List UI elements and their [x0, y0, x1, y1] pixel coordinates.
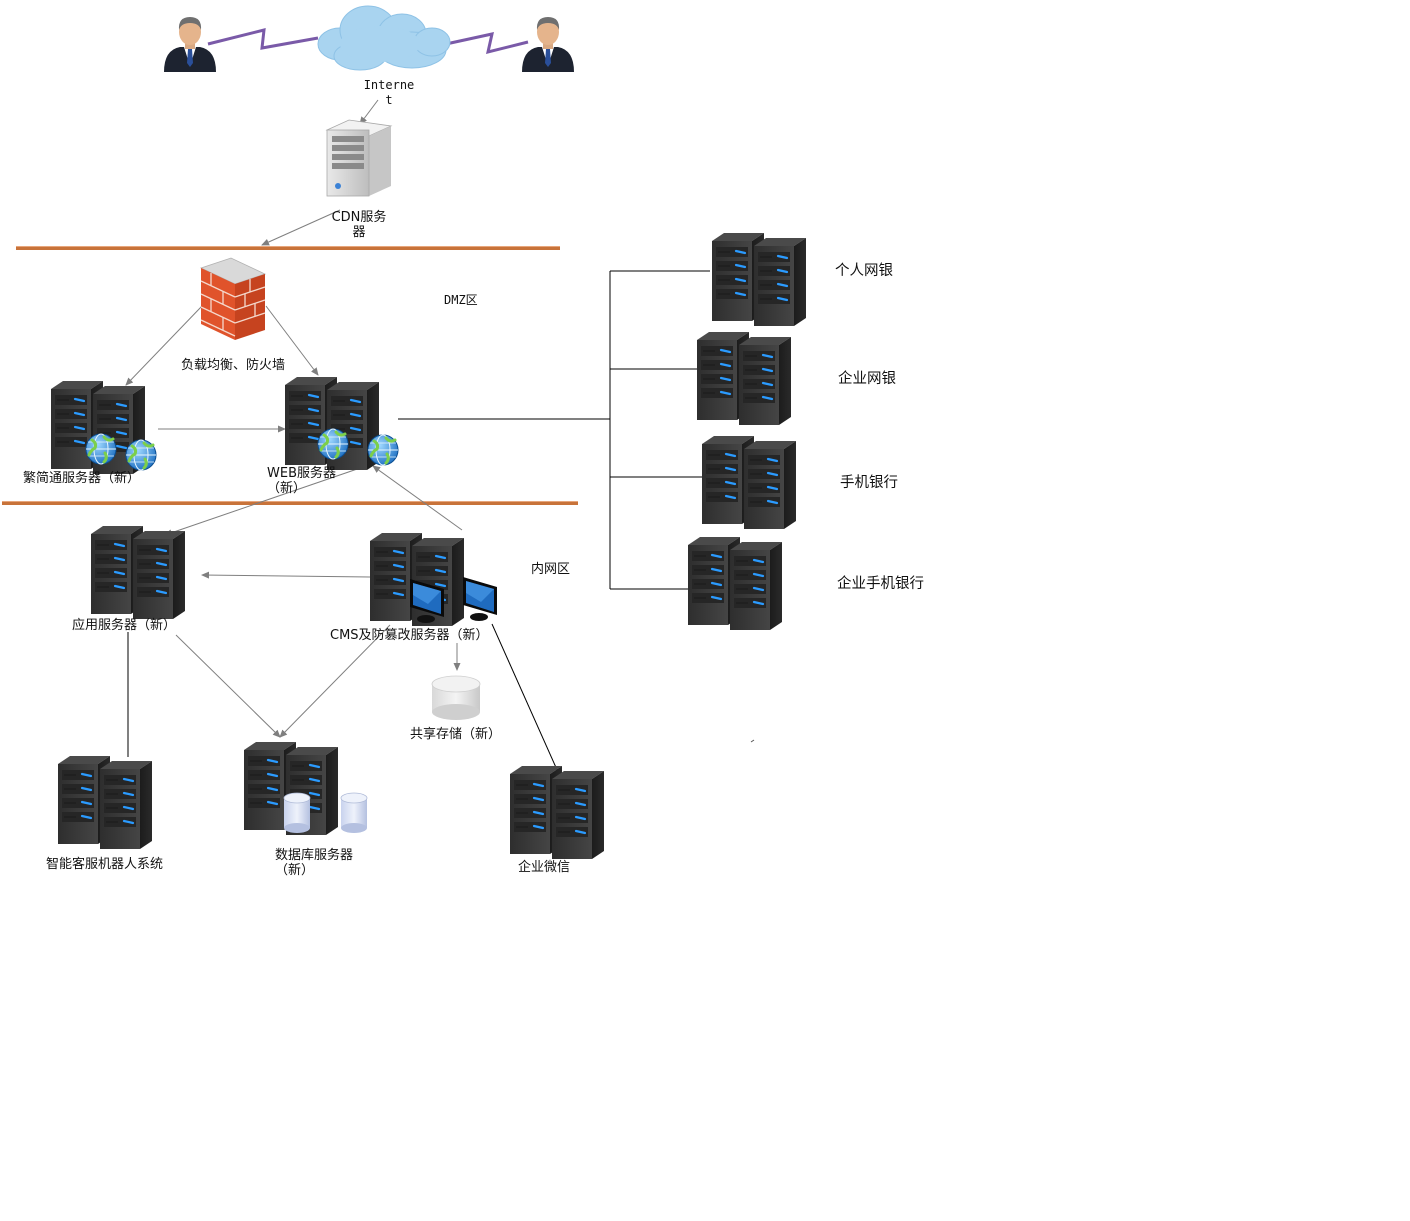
conn-cdn-firewall — [261, 209, 341, 246]
cdn-label-line1: CDN服务 — [331, 210, 387, 225]
app-server — [91, 526, 185, 619]
wechat-label: 企业微信 — [518, 860, 571, 875]
web-label-line1: WEB服务器 — [267, 466, 336, 481]
web-label-line2: （新） — [267, 481, 307, 496]
dmz-zone-label: DMZ区 — [444, 293, 478, 307]
corp-bank-server — [697, 332, 791, 425]
firewall-label: 负载均衡、防火墙 — [181, 358, 286, 373]
robot-label: 智能客服机器人系统 — [46, 857, 164, 872]
conn-cms-app — [201, 571, 371, 579]
cdn-server-icon — [325, 119, 393, 197]
rack-server-icon — [58, 756, 152, 849]
conn-internet-cdn — [359, 99, 379, 125]
db-label-line2: （新） — [275, 863, 315, 878]
shared-storage-icon — [431, 675, 481, 720]
cms-label: CMS及防篡改服务器（新） — [330, 628, 489, 643]
cms-server — [370, 533, 497, 626]
intranet-zone-label: 内网区 — [531, 562, 571, 577]
personal-bank-server — [712, 233, 806, 326]
conn-app-db — [175, 634, 281, 738]
app-label: 应用服务器（新） — [72, 618, 177, 633]
internet-label-line1: Interne — [363, 78, 415, 92]
fanjian-server — [51, 381, 158, 474]
corp-bank-label: 企业网银 — [838, 371, 896, 387]
person-icon — [522, 17, 574, 72]
cdn-label-line2: 器 — [352, 225, 366, 240]
web-server — [285, 377, 400, 470]
conn-cms-web — [372, 465, 463, 531]
robot-server — [58, 756, 152, 849]
conn-firewall-web — [265, 305, 319, 376]
cloud-icon — [317, 5, 451, 71]
globe-icon — [366, 433, 400, 467]
web-label: WEB服务器 （新） — [267, 466, 336, 496]
monitor-icon — [463, 577, 497, 621]
zone-lines — [2, 246, 578, 505]
storage-label: 共享存储（新） — [410, 727, 502, 742]
personal-bank-label: 个人网银 — [835, 263, 893, 279]
rack-server-icon — [688, 537, 782, 630]
database-icon — [340, 792, 368, 834]
rack-server-icon — [702, 436, 796, 529]
rack-server-icon — [510, 766, 604, 859]
connectors — [125, 28, 710, 773]
firewall-icon — [199, 257, 267, 340]
cdn-label: CDN服务 器 — [330, 210, 388, 240]
corp-mobile-bank-server — [688, 537, 782, 630]
mobile-bank-label: 手机银行 — [840, 475, 898, 491]
database-icon — [283, 792, 311, 834]
db-label: 数据库服务器 （新） — [275, 848, 353, 878]
db-label-line1: 数据库服务器 — [275, 848, 354, 863]
conn-cms-db — [279, 624, 391, 738]
wechat-server — [510, 766, 604, 859]
lightning-right — [445, 32, 529, 55]
rack-server-icon — [370, 533, 464, 626]
internet-label: Interne t — [362, 78, 416, 108]
globe-icon — [316, 427, 350, 461]
rack-server-icon — [697, 332, 791, 425]
globe-icon — [124, 438, 158, 472]
mobile-bank-server — [702, 436, 796, 529]
globe-icon — [84, 432, 118, 466]
corp-mobile-bank-label: 企业手机银行 — [837, 576, 924, 592]
internet-label-line2: t — [385, 93, 393, 107]
rack-server-icon — [91, 526, 185, 619]
lightning-left — [207, 28, 319, 50]
conn-cms-wechat — [491, 623, 559, 773]
conn-firewall-fanjian — [125, 305, 203, 386]
conn-web-app — [164, 465, 367, 537]
bank-bus — [398, 270, 710, 590]
rack-server-icon — [712, 233, 806, 326]
db-server — [244, 742, 368, 835]
fanjian-label: 繁简通服务器（新） — [23, 471, 141, 486]
